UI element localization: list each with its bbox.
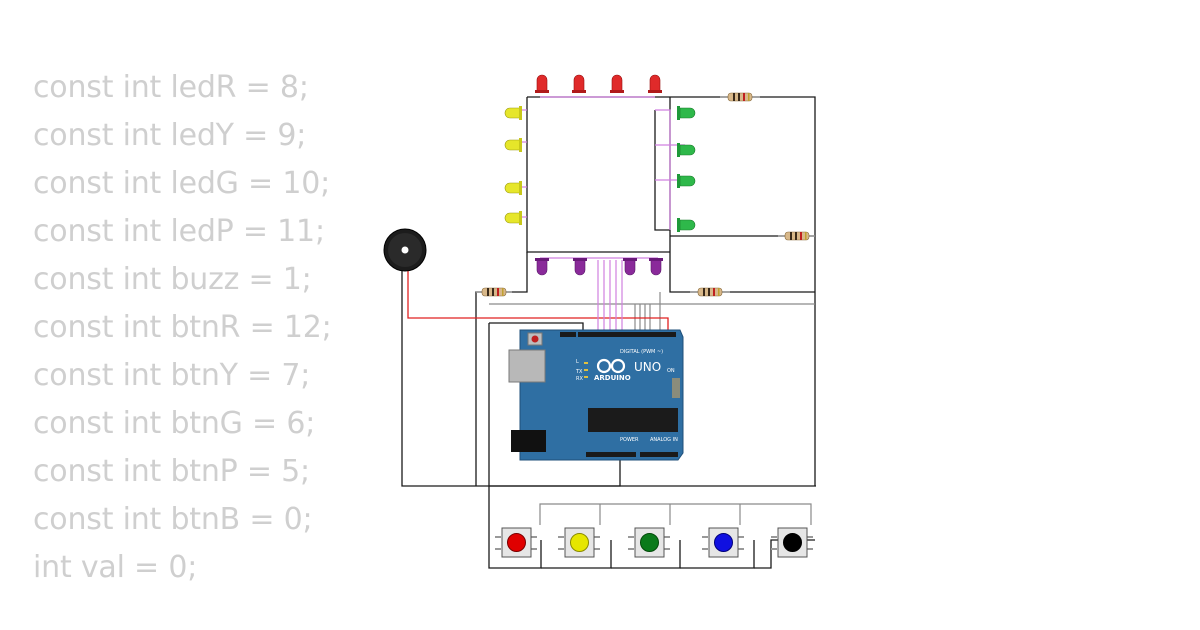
code-line: const int ledG = 10; [33,166,331,201]
l-label: L [576,359,579,365]
code-line: const int btnG = 6; [33,406,316,441]
led-red[interactable] [572,74,586,93]
led-red[interactable] [610,74,624,93]
resistor[interactable] [720,92,760,102]
code-line: const int btnP = 5; [33,454,310,489]
board-brand: ARDUINO [594,374,631,382]
buzzer[interactable] [383,228,427,272]
led-yellow[interactable] [504,138,522,152]
led-yellow[interactable] [504,106,522,120]
push-button-yellow[interactable] [558,527,600,558]
led-yellow[interactable] [504,181,522,195]
power-label: POWER [620,437,639,443]
resistor[interactable] [476,287,512,297]
code-line: int val = 0; [33,550,198,585]
push-button-black[interactable] [771,527,813,558]
led-purple[interactable] [535,258,549,276]
led-green[interactable] [677,106,696,120]
push-button-blue[interactable] [702,527,744,558]
resistor[interactable] [690,287,730,297]
led-purple[interactable] [573,258,587,276]
purple-wires[interactable] [512,96,685,330]
code-line: const int ledY = 9; [33,118,307,153]
tx-label: TX [575,369,583,375]
code-line: const int buzz = 1; [33,262,312,297]
power-jack [511,430,546,452]
led-red[interactable] [648,74,662,93]
red-wire[interactable] [407,270,669,332]
code-line: const int ledR = 8; [33,70,309,105]
code-line: const int btnR = 12; [33,310,332,345]
analog-label: ANALOG IN [650,437,678,443]
microcontroller-chip [588,408,678,432]
push-button-red[interactable] [495,527,537,558]
led-green[interactable] [677,218,696,232]
led-green[interactable] [677,174,696,188]
led-purple[interactable] [649,258,663,276]
arduino-board[interactable]: UNO ARDUINO DIGITAL (PWM ~) POWER ANALOG… [508,329,684,461]
gray-wires[interactable] [489,292,815,525]
push-button-green[interactable] [628,527,670,558]
led-yellow[interactable] [504,211,522,225]
code-line: const int ledP = 11; [33,214,325,249]
led-purple[interactable] [623,258,637,276]
arduino-logo [596,358,626,374]
resistor[interactable] [778,231,815,241]
led-red[interactable] [535,74,549,93]
board-name: UNO [634,360,661,374]
usb-port [508,349,546,383]
led-green[interactable] [677,143,696,157]
code-panel: const int ledR = 8; const int ledY = 9; … [33,68,332,596]
rx-label: RX [576,376,583,382]
digital-label: DIGITAL (PWM ~) [620,349,663,355]
code-line: const int btnB = 0; [33,502,313,537]
code-line: const int btnY = 7; [33,358,311,393]
on-label: ON [667,368,675,374]
